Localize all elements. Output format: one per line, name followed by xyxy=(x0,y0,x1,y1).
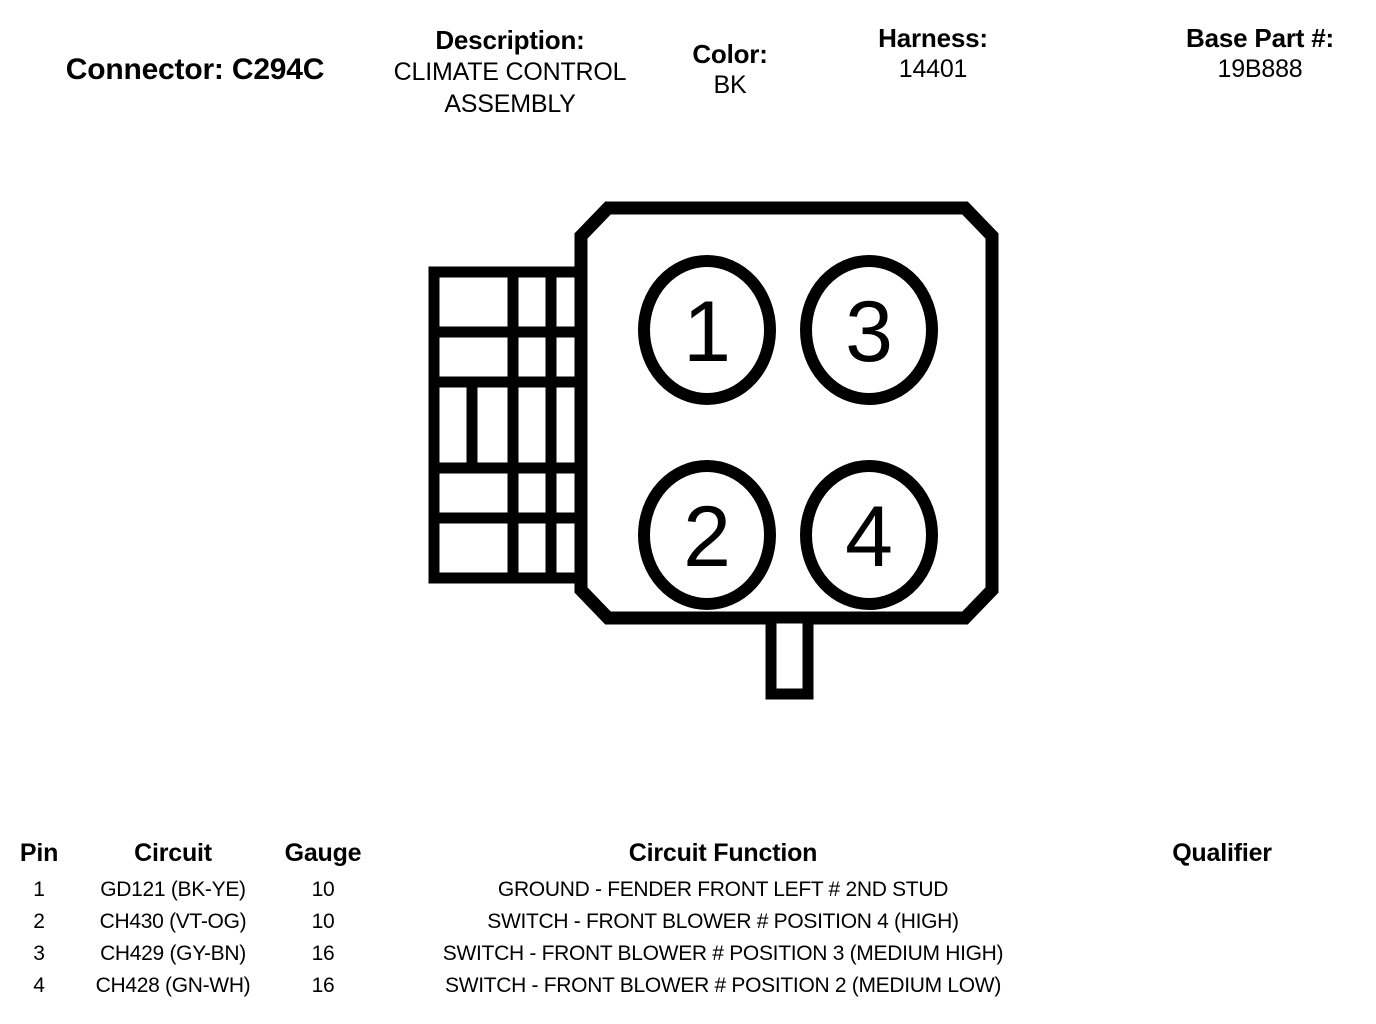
pin-cavity-3: 3 xyxy=(800,255,938,405)
table-header-row: Pin Circuit Gauge Circuit Function Quali… xyxy=(0,836,1376,874)
header-bar: Connector: C294C Description: CLIMATE CO… xyxy=(0,0,1376,135)
cell-circuit: CH429 (GY-BN) xyxy=(100,942,246,965)
cell-qualifier xyxy=(1068,906,1376,938)
base-part-field: Base Part #: 19B888 xyxy=(1130,22,1376,84)
column-header-function: Circuit Function xyxy=(628,839,818,867)
pinout-table-container: Pin Circuit Gauge Circuit Function Quali… xyxy=(0,836,1376,1002)
connector-diagram: 1 3 2 4 xyxy=(0,150,1376,770)
column-header-gauge: Gauge xyxy=(284,839,362,867)
pinout-table: Pin Circuit Gauge Circuit Function Quali… xyxy=(0,836,1376,1002)
cell-circuit: GD121 (BK-YE) xyxy=(100,878,246,901)
color-field: Color: BK xyxy=(660,38,800,100)
pin-2-circle xyxy=(638,460,776,610)
pin-cavity-4: 4 xyxy=(800,460,938,610)
cell-gauge: 10 xyxy=(311,878,335,901)
cell-pin: 2 xyxy=(33,910,45,933)
pin-3-circle xyxy=(800,255,938,405)
pin-cavity-2: 2 xyxy=(638,460,776,610)
harness-label: Harness: xyxy=(878,23,988,53)
base-part-value: 19B888 xyxy=(1217,55,1303,83)
connector-id-label: Connector: C294C xyxy=(65,53,325,86)
table-row: 3 CH429 (GY-BN) 16 SWITCH - FRONT BLOWER… xyxy=(0,938,1376,970)
table-row: 2 CH430 (VT-OG) 10 SWITCH - FRONT BLOWER… xyxy=(0,906,1376,938)
harness-value: 14401 xyxy=(898,55,968,83)
table-row: 1 GD121 (BK-YE) 10 GROUND - FENDER FRONT… xyxy=(0,874,1376,906)
pin-1-circle xyxy=(638,255,776,405)
pin-cavity-1: 1 xyxy=(638,255,776,405)
table-row: 4 CH428 (GN-WH) 16 SWITCH - FRONT BLOWER… xyxy=(0,970,1376,1002)
pin-4-circle xyxy=(800,460,938,610)
pinout-table-head: Pin Circuit Gauge Circuit Function Quali… xyxy=(0,836,1376,874)
cell-qualifier xyxy=(1068,938,1376,970)
column-header-circuit: Circuit xyxy=(134,839,212,867)
cell-function: SWITCH - FRONT BLOWER # POSITION 4 (HIGH… xyxy=(487,910,959,933)
pinout-table-body: 1 GD121 (BK-YE) 10 GROUND - FENDER FRONT… xyxy=(0,874,1376,1002)
harness-field: Harness: 14401 xyxy=(838,22,1028,84)
pin-3-number: 3 xyxy=(845,284,893,380)
cell-pin: 4 xyxy=(33,974,45,997)
cell-gauge: 16 xyxy=(311,974,335,997)
cell-function: GROUND - FENDER FRONT LEFT # 2ND STUD xyxy=(497,878,949,901)
connector-id-field: Connector: C294C xyxy=(20,52,370,88)
cell-circuit: CH430 (VT-OG) xyxy=(99,910,247,933)
cell-function: SWITCH - FRONT BLOWER # POSITION 2 (MEDI… xyxy=(444,974,1002,997)
cell-pin: 3 xyxy=(33,942,45,965)
pin-2-number: 2 xyxy=(683,489,731,585)
cell-circuit: CH428 (GN-WH) xyxy=(95,974,251,997)
cell-qualifier xyxy=(1068,874,1376,906)
cell-qualifier xyxy=(1068,970,1376,1002)
column-header-qualifier: Qualifier xyxy=(1172,839,1272,867)
pin-cavities-group: 1 3 2 4 xyxy=(638,255,938,610)
pin-1-number: 1 xyxy=(683,284,731,380)
cell-function: SWITCH - FRONT BLOWER # POSITION 3 (MEDI… xyxy=(442,942,1004,965)
terminal-cage-group xyxy=(428,266,594,584)
description-field: Description: CLIMATE CONTROL ASSEMBLY xyxy=(360,24,660,120)
cell-gauge: 10 xyxy=(311,910,335,933)
column-header-pin: Pin xyxy=(19,839,59,867)
description-value: CLIMATE CONTROL ASSEMBLY xyxy=(393,58,627,118)
locking-tab xyxy=(765,612,814,700)
cell-pin: 1 xyxy=(33,878,45,901)
color-value: BK xyxy=(713,71,747,99)
pin-4-number: 4 xyxy=(845,489,893,585)
base-part-label: Base Part #: xyxy=(1186,23,1334,53)
connector-face-svg: 1 3 2 4 xyxy=(428,201,999,700)
description-label: Description: xyxy=(435,25,585,55)
cell-gauge: 16 xyxy=(311,942,335,965)
color-label: Color: xyxy=(692,39,768,69)
